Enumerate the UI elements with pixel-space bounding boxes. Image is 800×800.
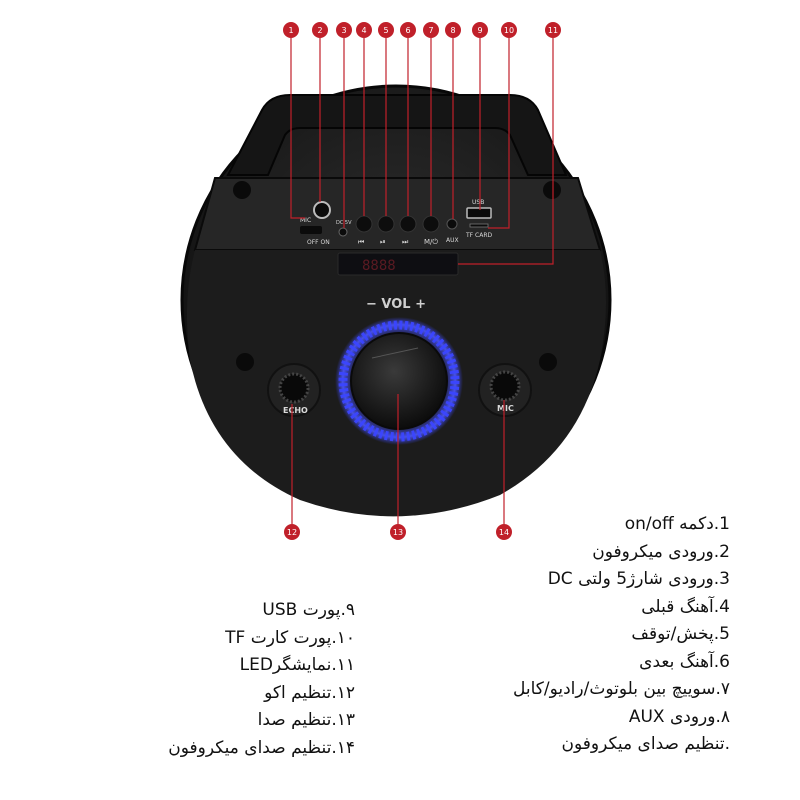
svg-text:⏭: ⏭: [402, 238, 409, 246]
legend-item: ۸.ورودی AUX: [628, 706, 730, 727]
mic-jack-label: MIC: [300, 217, 311, 224]
aux-port[interactable]: [446, 218, 458, 230]
usb-port[interactable]: [466, 207, 492, 219]
callout-number: 7: [428, 26, 433, 35]
screw: [539, 353, 557, 371]
legend-item: 4.آهنگ قبلی: [641, 596, 730, 617]
mic-knob[interactable]: [489, 370, 521, 402]
callout-number: 12: [287, 528, 297, 537]
callout-number: 11: [548, 26, 558, 35]
speaker-handle: [226, 94, 568, 176]
tf-card-label: TF CARD: [465, 232, 492, 239]
callout-marker: [356, 22, 372, 38]
callout-number: 13: [393, 528, 403, 537]
callout-marker: [336, 22, 352, 38]
led-display-text: 8888: [362, 258, 396, 274]
svg-text:⏯: ⏯: [380, 238, 386, 246]
callout-number: 14: [499, 528, 509, 537]
callout-marker: [400, 22, 416, 38]
legend-item: 2.ورودی میکروفون: [592, 541, 730, 562]
screw: [233, 181, 251, 199]
volume-knob[interactable]: [350, 332, 448, 430]
callout-line: [290, 38, 305, 219]
mic-jack[interactable]: [313, 201, 331, 219]
legend-item: ۱۴.تنظیم صدای میکروفون: [168, 737, 355, 758]
legend-item: 6.آهنگ بعدی: [639, 651, 730, 672]
callout-number: 2: [317, 26, 322, 35]
callout-marker: [423, 22, 439, 38]
callout-marker: [501, 22, 517, 38]
legend-item: ۱۳.تنظیم صدا: [257, 710, 355, 730]
callout-marker: [378, 22, 394, 38]
callout-number: 5: [383, 26, 388, 35]
callout-line: [458, 38, 554, 265]
legend-item: ۱۱.نمایشگرLED: [239, 655, 355, 675]
dc-port[interactable]: [338, 227, 348, 237]
echo-knob-label: ECHO: [283, 406, 308, 415]
callout-number: 9: [477, 26, 482, 35]
callout-marker: [312, 22, 328, 38]
legend-item: 3.ورودی شارژ5 ولتی DC: [547, 569, 730, 589]
volume-knob-ring: [338, 320, 460, 442]
usb-port-label: USB: [472, 199, 484, 206]
callout-number: 10: [504, 26, 514, 35]
legend-item: ۹.پورت USB: [262, 600, 355, 620]
callout-marker: [496, 524, 512, 540]
callout-marker: [284, 524, 300, 540]
legend-left: ۹.پورت USB ۱۰.پورت کارت TF ۱۱.نمایشگرLED…: [168, 597, 355, 762]
svg-text:M/⏻: M/⏻: [424, 238, 438, 246]
legend-item: 1.دکمه on/off: [624, 514, 730, 534]
callout-number: 4: [361, 26, 366, 35]
power-switch[interactable]: [300, 226, 322, 234]
tf-card-slot[interactable]: [469, 223, 489, 228]
callout-marker: [472, 22, 488, 38]
screw: [543, 181, 561, 199]
callout-marker: [283, 22, 299, 38]
legend-item: ۱۲.تنظیم اکو: [264, 682, 355, 703]
callout-marker: [545, 22, 561, 38]
legend-item: ۱۰.پورت کارت TF: [225, 627, 355, 648]
legend-item: .تنظیم صدای میکروفون: [561, 734, 730, 754]
callout-marker: [390, 524, 406, 540]
callout-number: 6: [405, 26, 410, 35]
power-switch-label: OFF ON: [307, 239, 330, 246]
volume-knob-highlight: [371, 347, 419, 359]
aux-port-label: AUX: [446, 237, 459, 244]
screw: [236, 353, 254, 371]
callout-line: [488, 38, 510, 229]
callout-number: 8: [450, 26, 455, 35]
legend-right: 1.دکمه on/off 2.ورودی میکروفون 3.ورودی ش…: [513, 511, 730, 759]
prev-button[interactable]: ⏮: [355, 215, 373, 246]
callout-number: 3: [341, 26, 346, 35]
svg-text:⏮: ⏮: [358, 238, 364, 246]
speaker-illustration: MIC OFF ON DC 5V ⏮ ⏯ ⏭ M/⏻ AUX USB TF CA…: [180, 22, 612, 540]
echo-knob[interactable]: [278, 372, 310, 404]
legend-item: ۷.سوییچ بین بلوتوث/رادیو/کابل: [512, 679, 730, 699]
led-display: [337, 252, 459, 276]
mic-knob-label: MIC: [497, 404, 514, 413]
callout-number: 1: [288, 26, 293, 35]
legend-item: 5.پخش/توقف: [631, 624, 730, 644]
control-panel: [193, 177, 602, 251]
callout-marker: [445, 22, 461, 38]
volume-label: − VOL +: [366, 297, 426, 312]
